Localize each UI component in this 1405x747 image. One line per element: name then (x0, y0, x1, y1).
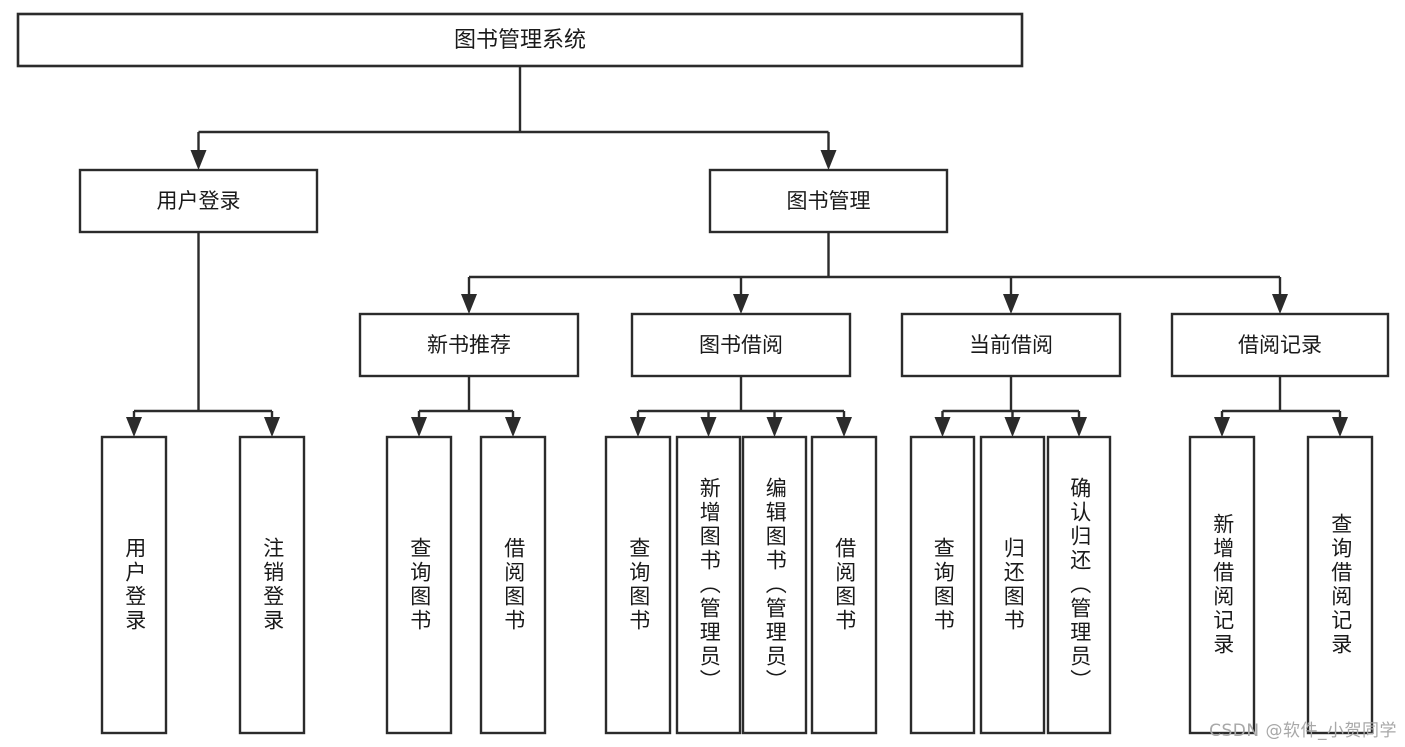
node-box-current-borrow[interactable] (900, 312, 1122, 378)
node-label-current-borrow: 当前借阅 (969, 333, 1053, 357)
node-box-leaf-user-login[interactable] (100, 435, 168, 735)
node-label-book-borrow: 图书借阅 (699, 333, 783, 357)
node-label-borrow-record: 借阅记录 (1238, 333, 1322, 357)
node-box-leaf-query-book-1[interactable] (385, 435, 453, 735)
node-box-new-book-recommend[interactable] (358, 312, 580, 378)
node-label-root: 图书管理系统 (454, 28, 586, 53)
node-box-leaf-add-record[interactable] (1188, 435, 1256, 735)
node-box-leaf-query-book-2[interactable] (604, 435, 672, 735)
node-box-root[interactable] (16, 12, 1024, 68)
connector-layer (126, 66, 1348, 437)
node-box-user-login[interactable] (78, 168, 319, 234)
node-box-leaf-return-book[interactable] (979, 435, 1046, 735)
node-box-leaf-add-book[interactable] (675, 435, 742, 735)
node-box-leaf-logout-login[interactable] (238, 435, 306, 735)
node-box-book-manage[interactable] (708, 168, 949, 234)
node-box-borrow-record[interactable] (1170, 312, 1390, 378)
node-box-leaf-query-record[interactable] (1306, 435, 1374, 735)
csdn-watermark: CSDN @软件_小贺同学 (1209, 721, 1397, 741)
node-box-book-borrow[interactable] (630, 312, 852, 378)
node-label-user-login: 用户登录 (157, 189, 241, 213)
node-box-leaf-edit-book[interactable] (741, 435, 808, 735)
node-box-leaf-borrow-book-1[interactable] (479, 435, 547, 735)
node-box-leaf-borrow-book-2[interactable] (810, 435, 878, 735)
node-label-book-manage: 图书管理 (787, 189, 871, 213)
node-box-leaf-query-book-3[interactable] (909, 435, 976, 735)
node-label-new-book-recommend: 新书推荐 (427, 333, 511, 357)
node-box-leaf-confirm-return[interactable] (1046, 435, 1112, 735)
box-layer (16, 12, 1390, 735)
